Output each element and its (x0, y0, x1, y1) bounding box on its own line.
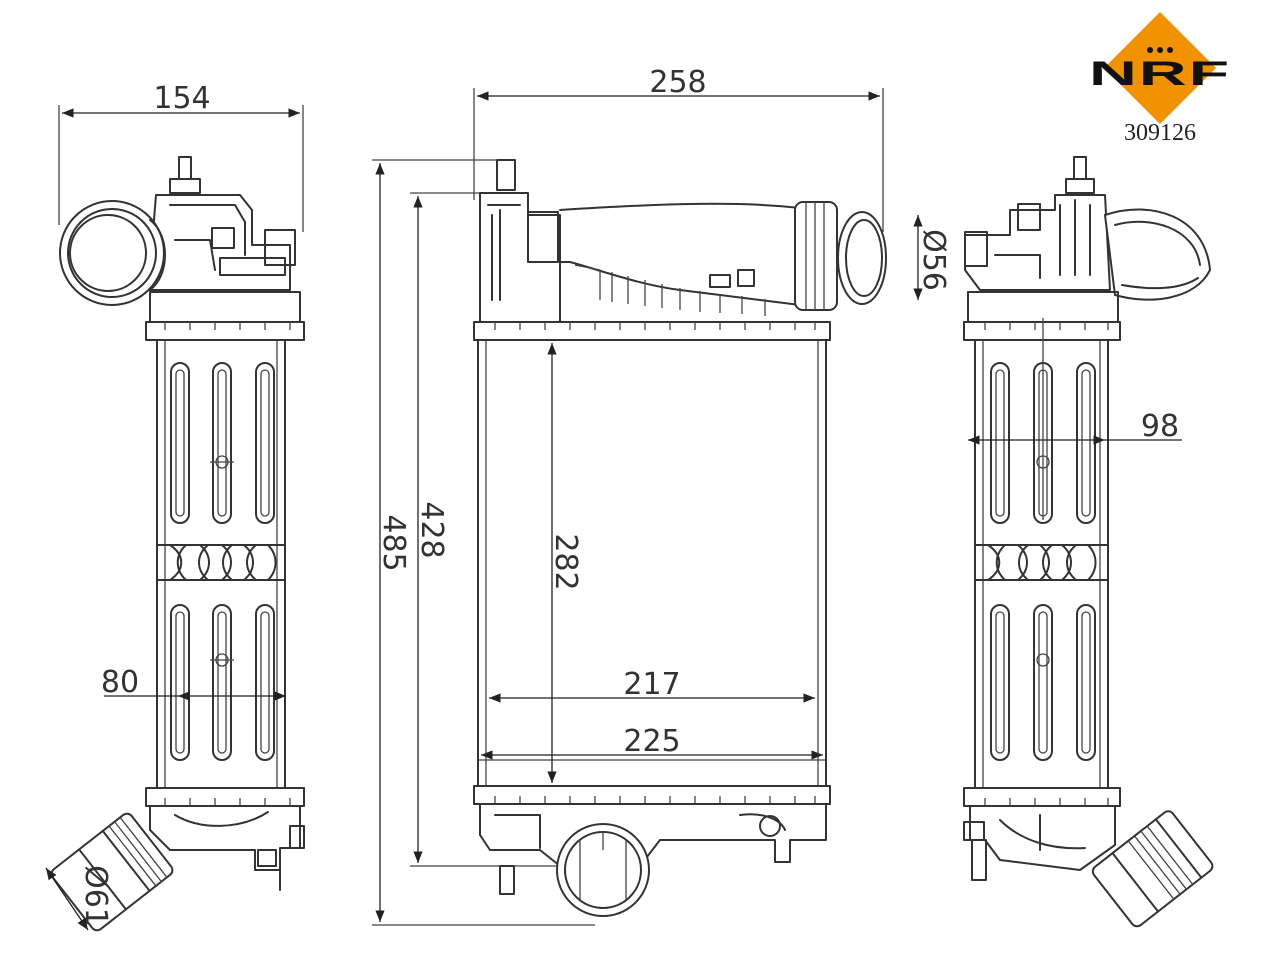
dim-right-core-width: 98 (1141, 409, 1179, 444)
dim-inner-height: 428 (414, 501, 449, 558)
left-side-view: 154 (45, 81, 305, 932)
logo-text: NRF (1089, 55, 1231, 93)
dim-core-width-inner: 217 (623, 667, 680, 702)
part-number: 309126 (1124, 120, 1196, 146)
right-side-view: 98 (963, 156, 1214, 928)
dim-side-core-width: 80 (101, 665, 139, 700)
logo-diamond-shape (1104, 12, 1216, 124)
dim-outlet-diameter: Ø56 (916, 229, 951, 291)
logo-dots (1147, 47, 1173, 53)
dim-core-width-outer: 225 (623, 724, 680, 759)
dim-core-height: 282 (548, 533, 583, 590)
nrf-logo: NRF 309126 (1089, 12, 1231, 146)
dim-side-width: 154 (153, 81, 210, 116)
dim-front-width: 258 (649, 65, 706, 100)
dim-inlet-diameter: Ø61 (78, 865, 113, 927)
front-view: 258 485 428 Ø56 (372, 65, 951, 926)
dim-total-height: 485 (376, 514, 411, 571)
